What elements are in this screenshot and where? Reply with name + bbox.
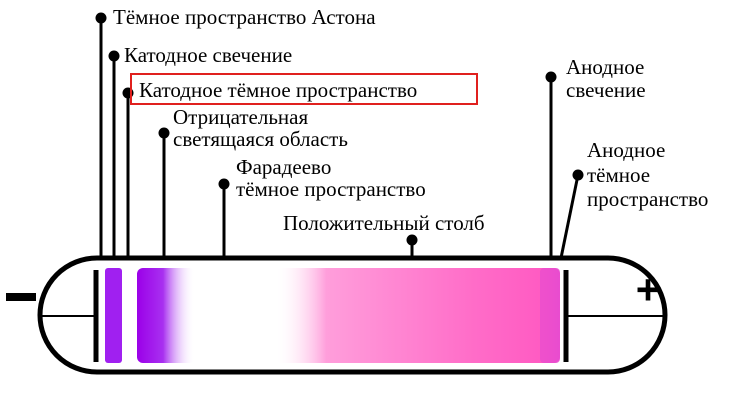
label-anode-glow-line2: свечение bbox=[566, 78, 646, 102]
label-cathode-glow: Катодное свечение bbox=[124, 43, 292, 67]
label-anode-dark-space-line2: тёмное bbox=[587, 163, 650, 187]
label-faraday-line2: тёмное пространство bbox=[236, 177, 426, 201]
leader-cathode-dark-space bbox=[122, 87, 134, 258]
cathode-minus-sign bbox=[6, 293, 36, 301]
leader-cathode-glow bbox=[108, 50, 120, 258]
leader-aston-dark-space bbox=[95, 12, 107, 258]
label-anode-dark-space-line1: Анодное bbox=[587, 138, 665, 162]
negative-glow-region bbox=[137, 268, 195, 363]
leader-faraday-dark-space bbox=[218, 178, 230, 258]
anode-glow-region bbox=[540, 268, 560, 363]
label-cathode-dark-space: Катодное тёмное пространство bbox=[139, 78, 417, 102]
leader-positive-column bbox=[406, 234, 418, 258]
label-anode-glow-line1: Анодное bbox=[566, 55, 644, 79]
anode-sign: + bbox=[636, 266, 661, 313]
highlight-box bbox=[130, 73, 478, 105]
label-faraday-line1: Фарадеево bbox=[236, 155, 331, 179]
label-negative-glow-line1: Отрицательная bbox=[173, 105, 308, 129]
label-aston-dark-space: Тёмное пространство Астона bbox=[113, 5, 376, 29]
label-positive-column: Положительный столб bbox=[283, 211, 485, 235]
leader-anode-dark-space bbox=[559, 169, 584, 259]
leader-anode-glow bbox=[545, 71, 557, 258]
label-anode-dark-space-line3: пространство bbox=[587, 187, 708, 211]
positive-column-region bbox=[275, 268, 560, 363]
label-negative-glow-line2: светящаяся область bbox=[173, 127, 348, 151]
cathode-glow-region bbox=[105, 268, 122, 363]
leader-negative-glow bbox=[158, 127, 170, 258]
